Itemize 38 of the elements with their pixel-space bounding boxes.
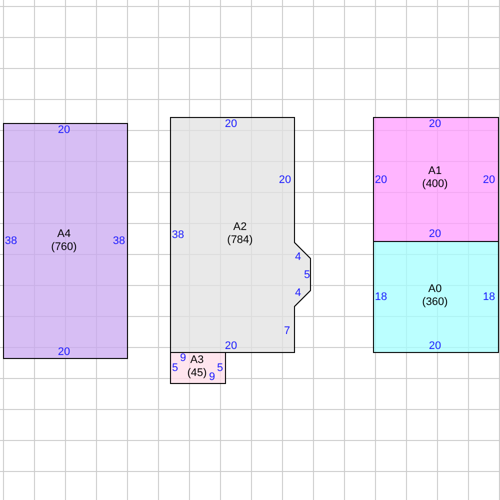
dimension-label: 5 [172, 362, 178, 374]
dimension-label: 20 [428, 340, 442, 352]
area-label: (784) [227, 234, 253, 246]
room-shape [170, 352, 226, 384]
dimension-label: 9 [180, 352, 186, 364]
dimension-label: 20 [428, 118, 442, 130]
area-label: (400) [422, 178, 448, 190]
dimension-label: 38 [4, 235, 18, 247]
room-shape [170, 117, 311, 353]
room-name: A3 [190, 354, 204, 366]
dimension-label: 5 [216, 362, 224, 374]
dimension-label: 20 [278, 174, 292, 186]
dimension-label: 38 [112, 235, 126, 247]
dimension-label: 4 [294, 287, 302, 299]
dimension-label: 20 [428, 228, 442, 240]
dimension-label: 7 [284, 325, 290, 337]
dimension-label: 20 [374, 174, 388, 186]
room-name: A2 [233, 221, 247, 233]
room-name: A1 [428, 165, 442, 177]
dimension-label: 18 [374, 291, 388, 303]
room-name: A0 [428, 283, 442, 295]
room-shape [373, 241, 499, 353]
room-name: A4 [57, 228, 71, 240]
dimension-label: 20 [482, 174, 496, 186]
dimension-label: 20 [58, 346, 70, 358]
dimension-label: 20 [224, 118, 238, 130]
dimension-label: 20 [58, 124, 70, 136]
room-shape [3, 123, 128, 359]
dimension-label: 18 [482, 291, 496, 303]
dimension-label: 38 [172, 229, 184, 241]
area-label: (360) [422, 296, 448, 308]
room-shape [373, 117, 499, 242]
dimension-label: 20 [224, 340, 238, 352]
dimension-label: 9 [208, 371, 216, 383]
area-label: (760) [51, 241, 77, 253]
dimension-label: 5 [304, 269, 310, 281]
area-label: (45) [187, 367, 207, 379]
dimension-label: 4 [294, 251, 302, 263]
